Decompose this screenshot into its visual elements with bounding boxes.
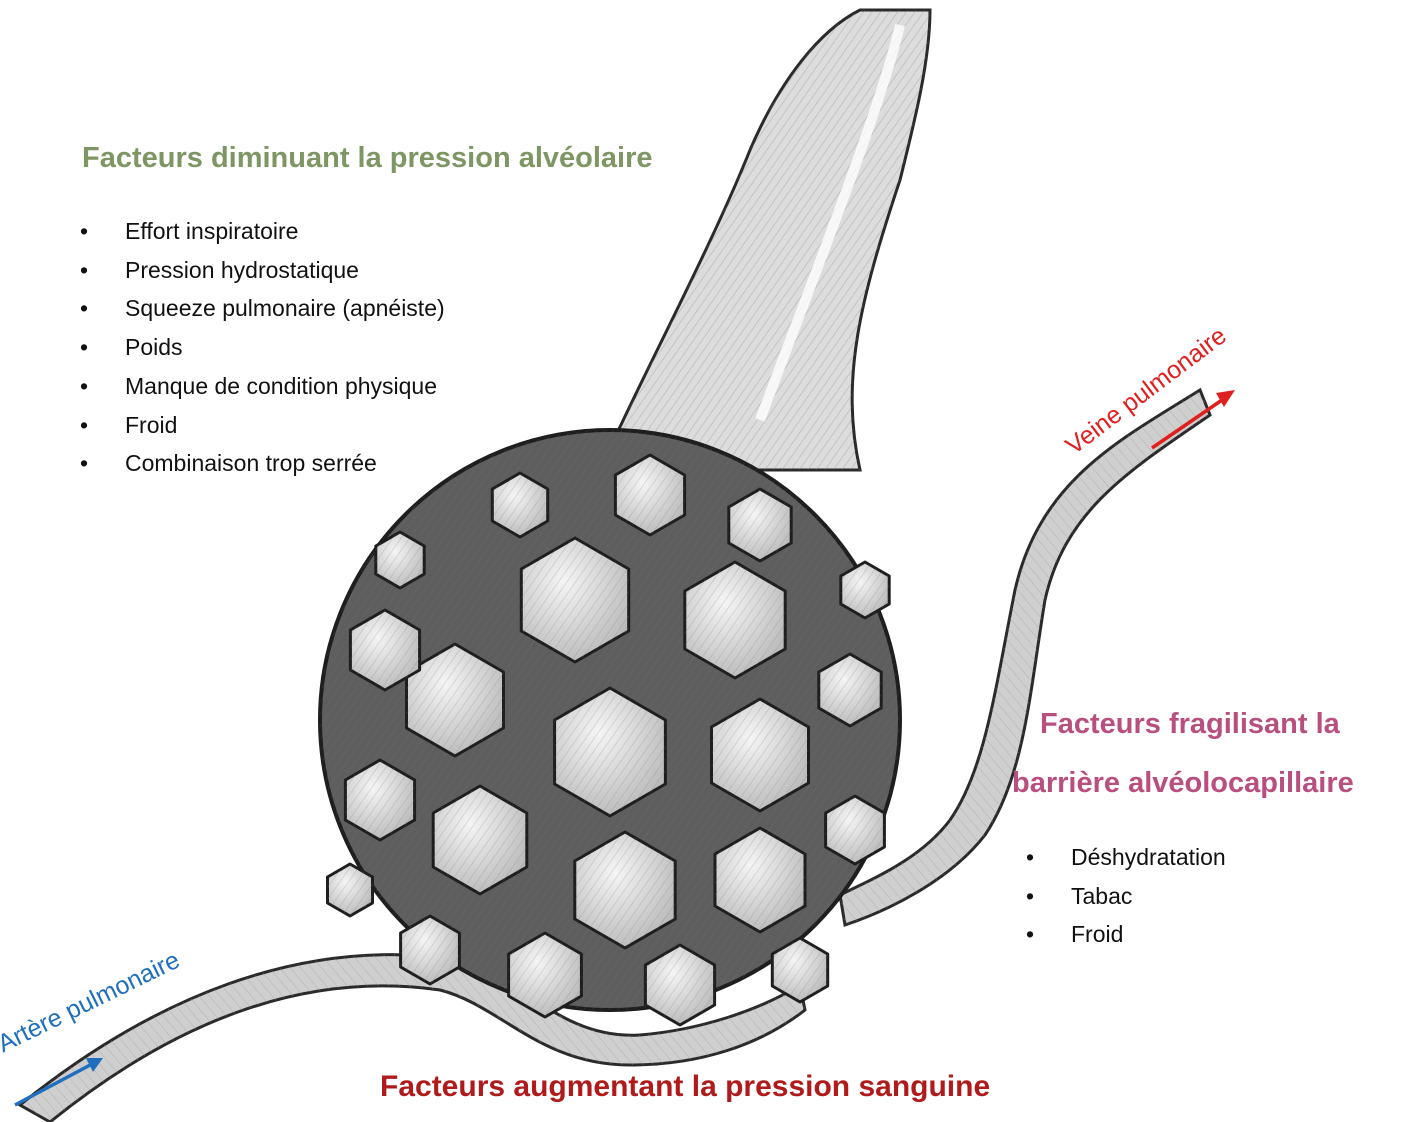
barrier-heading-line1: Facteurs fragilisant la: [1040, 708, 1340, 741]
list-item: Squeeze pulmonaire (apnéiste): [125, 289, 445, 328]
list-item: Combinaison trop serrée: [125, 444, 445, 483]
list-item: Tabac: [1071, 877, 1226, 916]
blood-pressure-heading: Facteurs augmentant la pression sanguine: [380, 1070, 990, 1104]
list-item: Manque de condition physique: [125, 367, 445, 406]
alveolar-pressure-heading: Facteurs diminuant la pression alvéolair…: [82, 142, 653, 175]
alveolar-sac: [320, 430, 900, 1025]
barrier-heading-line2: barrière alvéolocapillaire: [1012, 767, 1354, 800]
list-item: Effort inspiratoire: [125, 212, 445, 251]
list-item: Poids: [125, 328, 445, 367]
list-item: Déshydratation: [1071, 838, 1226, 877]
bronchiole: [600, 10, 930, 470]
list-item: Pression hydrostatique: [125, 251, 445, 290]
barrier-list: Déshydratation Tabac Froid: [1071, 838, 1226, 954]
alveolar-pressure-list: Effort inspiratoire Pression hydrostatiq…: [125, 212, 445, 483]
list-item: Froid: [125, 406, 445, 445]
list-item: Froid: [1071, 915, 1226, 954]
